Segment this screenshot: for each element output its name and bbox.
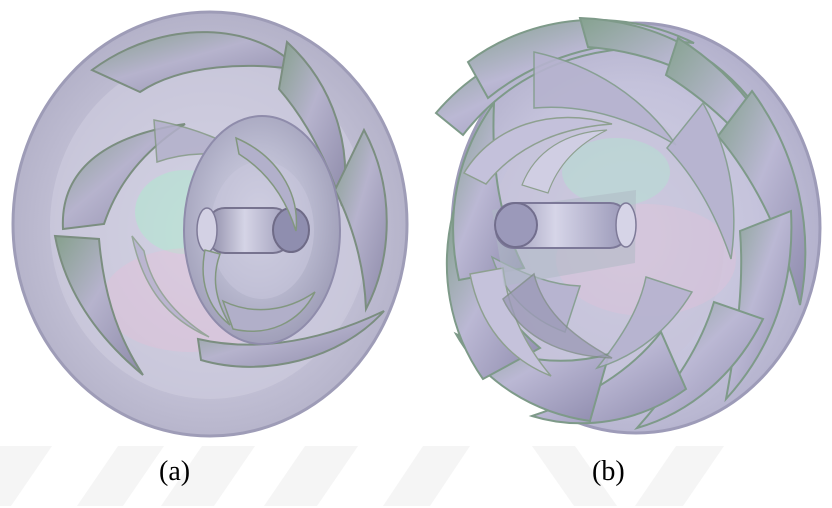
blade — [528, 330, 688, 425]
figure-label-b: (b) — [592, 456, 625, 487]
inner-blade — [131, 235, 210, 338]
watermark-shape — [264, 446, 358, 506]
impeller-b-image — [434, 16, 822, 435]
figure-a — [0, 0, 420, 440]
watermark-shape — [383, 446, 470, 506]
blade — [61, 123, 186, 231]
blade — [196, 310, 385, 368]
hub-blade — [202, 249, 231, 326]
blade — [716, 89, 807, 306]
watermark-shape — [77, 446, 164, 506]
green-highlight — [562, 138, 670, 206]
impeller-a-image — [11, 10, 409, 438]
watermark-shape — [0, 446, 52, 506]
hub-blade — [502, 272, 613, 359]
shaft-rim — [615, 202, 637, 248]
inner-blade — [594, 276, 694, 370]
eye-blade — [462, 116, 613, 185]
figure-b — [416, 0, 832, 440]
figure-label-a: (a) — [159, 456, 191, 487]
blade — [333, 127, 388, 313]
watermark-shape — [635, 446, 724, 506]
hub-blade — [235, 136, 298, 232]
hub-blade — [221, 291, 316, 332]
blade — [53, 234, 144, 376]
shaft-end — [494, 202, 538, 248]
eye-blade — [521, 129, 608, 194]
inner-blade — [666, 101, 735, 260]
shaft-rim — [196, 207, 218, 253]
